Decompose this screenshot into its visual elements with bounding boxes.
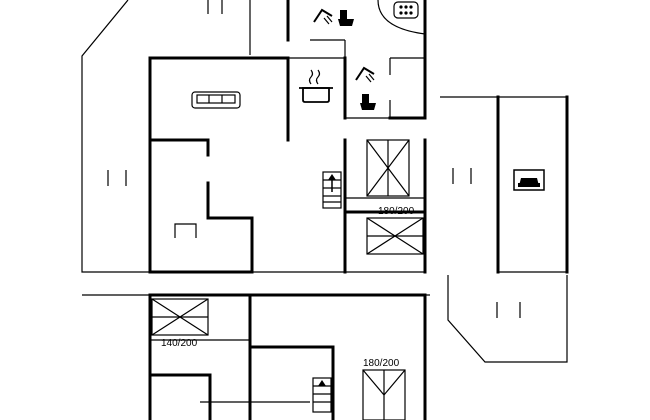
bed-size-label-lower-right: 180/200 <box>363 358 400 369</box>
upper-floor-walls <box>148 0 569 363</box>
bed-icon <box>366 217 424 255</box>
stairs-up-icon <box>322 171 342 209</box>
sofa-icon <box>191 91 241 109</box>
car-icon <box>513 169 545 191</box>
bed-icon <box>366 139 410 197</box>
cooking-pot-icon <box>299 69 333 103</box>
bed-icon <box>151 298 209 336</box>
outer-envelope <box>81 0 430 296</box>
toilet-icon <box>360 94 376 110</box>
bed-size-label-upper: 180/200 <box>378 206 415 217</box>
lower-floor-walls <box>148 293 427 420</box>
bathtub-icon <box>377 0 426 35</box>
shower-icon <box>355 66 375 83</box>
bed-icon <box>362 369 406 420</box>
windows <box>107 0 521 318</box>
stairs-up-icon <box>312 377 332 413</box>
shower-icon <box>313 8 333 25</box>
bed-size-label-lower-left: 140/200 <box>161 338 198 349</box>
toilet-icon <box>338 10 354 26</box>
